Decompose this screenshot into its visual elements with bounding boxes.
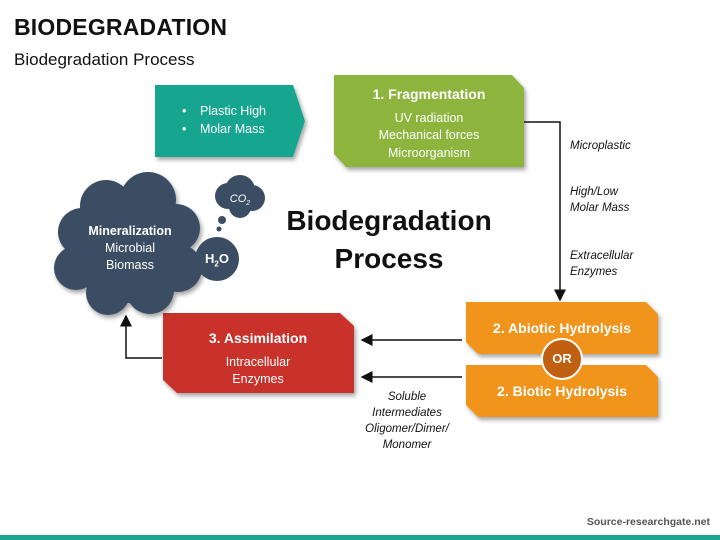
mineralization-line: Microbial <box>104 241 155 255</box>
fragmentation-line: Microorganism <box>388 145 470 160</box>
input-bullet: Molar Mass <box>178 120 266 138</box>
source-credit: Source-researchgate.net <box>586 516 710 528</box>
note-line: Extracellular <box>570 250 634 262</box>
h2o-subscript: 2 <box>214 259 219 269</box>
page-title: BIODEGRADATION <box>14 14 228 40</box>
co2-subscript: 2 <box>246 200 251 208</box>
assimilation-shape <box>163 313 354 393</box>
center-title-line2: Process <box>334 243 444 274</box>
or-label: OR <box>552 351 572 366</box>
h2o-text: H <box>205 251 215 266</box>
or-badge-circle <box>541 338 583 380</box>
assimilation-line: Enzymes <box>232 372 284 386</box>
note-line: Molar Mass <box>570 202 630 214</box>
h2o-label: H2O <box>195 250 239 273</box>
note-microplastic: Microplastic <box>570 138 631 154</box>
fragmentation-box: 1. Fragmentation UV radiation Mechanical… <box>334 86 524 162</box>
bottom-bar <box>0 535 720 540</box>
abiotic-heading: 2. Abiotic Hydrolysis <box>493 320 631 336</box>
center-title: Biodegradation Process <box>262 202 516 278</box>
center-title-line1: Biodegradation <box>286 205 492 236</box>
co2-bubble <box>215 175 265 232</box>
fragmentation-line: UV radiation <box>394 110 464 125</box>
note-line: High/Low <box>570 186 618 198</box>
arrow-assimilation-to-mineralization <box>120 314 162 359</box>
note-molar-mass: High/Low Molar Mass <box>570 184 629 216</box>
input-bullet: Plastic High <box>178 102 266 120</box>
note-extracellular: Extracellular Enzymes <box>570 248 633 280</box>
mineralization-heading: Mineralization <box>88 224 172 238</box>
mineralization-text: Mineralization Microbial Biomass <box>70 223 190 274</box>
note-line: Enzymes <box>570 266 618 278</box>
abiotic-box: 2. Abiotic Hydrolysis <box>466 320 658 338</box>
note-line: Soluble <box>387 391 427 403</box>
co2-label: CO2 <box>220 191 260 212</box>
fragmentation-line: Mechanical forces <box>378 128 480 142</box>
note-line: Monomer <box>382 439 432 451</box>
page-subtitle: Biodegradation Process <box>14 50 195 69</box>
note-line: Oligomer/Dimer/ <box>365 423 449 435</box>
note-line: Microplastic <box>570 140 631 152</box>
biotic-shape <box>466 365 658 417</box>
note-line: Intermediates <box>372 407 442 419</box>
fragmentation-shape <box>334 75 524 167</box>
assimilation-box: 3. Assimilation Intracellular Enzymes <box>163 330 353 389</box>
co2-text: CO <box>229 193 247 205</box>
arrow-fragmentation-to-hydrolysis <box>524 121 566 302</box>
mineralization-line: Biomass <box>106 258 154 272</box>
biotic-box: 2. Biotic Hydrolysis <box>466 383 658 401</box>
assimilation-heading: 3. Assimilation <box>208 330 308 346</box>
fragmentation-heading: 1. Fragmentation <box>372 86 486 102</box>
assimilation-line: Intracellular <box>225 354 291 369</box>
input-box: Plastic High Molar Mass <box>178 102 266 138</box>
or-badge: OR <box>542 350 582 368</box>
abiotic-shape <box>466 302 658 354</box>
note-intermediates: Soluble Intermediates Oligomer/Dimer/ Mo… <box>352 389 462 453</box>
mineralization-cloud <box>54 172 202 315</box>
h2o-bubble <box>195 237 239 281</box>
h2o-tail: O <box>218 251 229 266</box>
biotic-heading: 2. Biotic Hydrolysis <box>497 383 627 399</box>
